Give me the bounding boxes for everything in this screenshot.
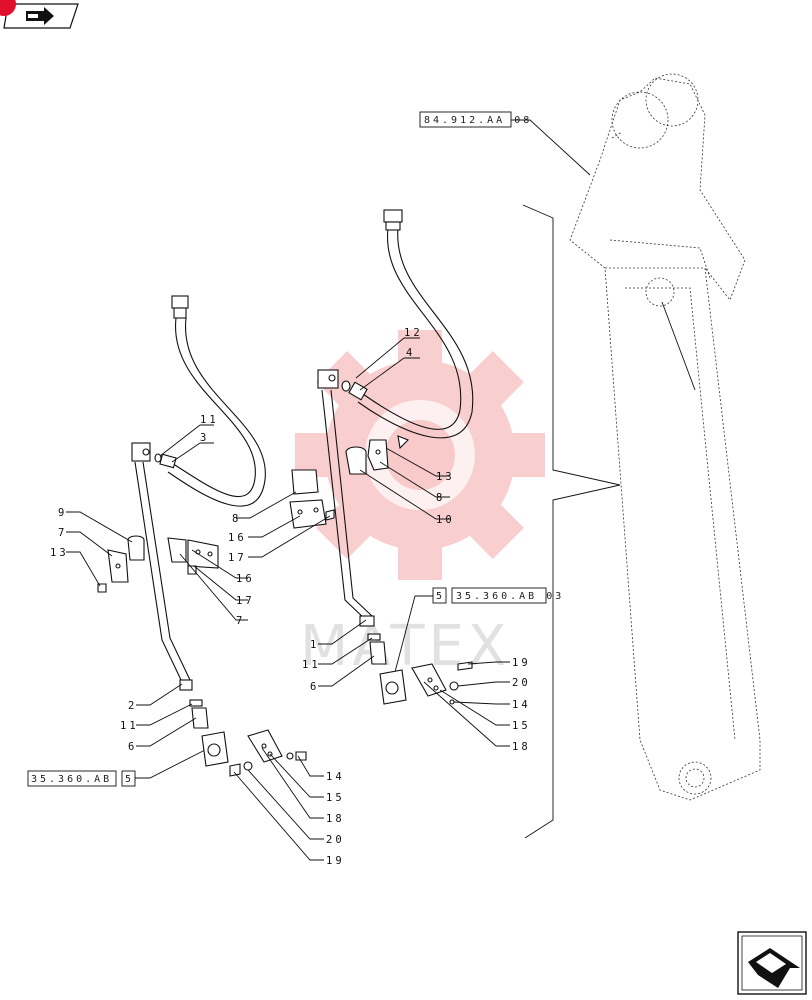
callout-4: 4 (406, 347, 415, 359)
ref-boom-label: 84.912.AA 08 (424, 115, 532, 126)
ref-valve-left-leader (135, 749, 206, 779)
next-arrow-icon (748, 948, 800, 988)
ref-valve-right-label: 35.360.AB 03 (456, 591, 564, 602)
callout-11c: 11 (120, 720, 139, 732)
plate-left (229, 729, 307, 777)
watermark-text: MATEX (300, 614, 510, 679)
ref-valve-right-leader (394, 595, 433, 673)
callout-10: 10 (436, 514, 455, 526)
callout-13a: 13 (436, 471, 455, 483)
oring-right (341, 380, 351, 392)
plate-right (411, 661, 473, 705)
callout-18a: 18 (512, 741, 531, 753)
fitting-right (367, 633, 387, 665)
ref-box-boom[interactable]: 84.912.AA 08 (419, 111, 532, 128)
callout-14b: 14 (326, 771, 345, 783)
watermark-gear-logo (295, 330, 545, 580)
fitting-left (189, 699, 209, 729)
callout-1: 1 (310, 639, 319, 651)
ref-valve-left-qty: 5 (125, 774, 134, 785)
clamp-plate-left (167, 537, 219, 575)
callout-15b: 15 (326, 792, 345, 804)
callout-2: 2 (128, 700, 137, 712)
hose-left (159, 295, 266, 507)
callout-13b: 13 (50, 547, 69, 559)
ref-box-valve-left[interactable]: 35.360.AB 03 5 (27, 770, 139, 787)
ref-boom-leader (511, 119, 591, 176)
callout-leaders (66, 337, 510, 861)
valve-block-left (201, 731, 229, 767)
callout-9: 9 (58, 507, 67, 519)
ref-valve-left-label: 35.360.AB 03 (31, 774, 139, 785)
callout-16a: 16 (228, 532, 247, 544)
callout-11b: 11 (302, 659, 321, 671)
callout-6a: 6 (310, 681, 319, 693)
assembly-bracket (522, 204, 621, 839)
bracket-upper-right (367, 435, 409, 471)
back-arrow-icon (26, 7, 54, 25)
callout-17a: 17 (228, 552, 247, 564)
callout-20a: 20 (512, 677, 531, 689)
callout-19b: 19 (326, 855, 345, 867)
callout-12: 12 (404, 327, 423, 339)
callout-16b: 16 (236, 573, 255, 585)
badge-dot (0, 0, 16, 16)
ref-valve-right-qty: 5 (436, 591, 445, 602)
callout-8b: 8 (232, 513, 241, 525)
callout-7a: 7 (58, 527, 67, 539)
callout-8a: 8 (436, 492, 445, 504)
callout-20b: 20 (326, 834, 345, 846)
callout-15a: 15 (512, 720, 531, 732)
valve-block-right (379, 669, 407, 705)
callout-19a: 19 (512, 657, 531, 669)
tube-left (131, 442, 193, 691)
boom-arm-outline (569, 73, 761, 801)
callout-labels: 12 4 11 3 13 8 10 8 16 17 9 7 13 16 17 7… (50, 327, 531, 867)
clamp-collar-right (345, 446, 367, 475)
ref-box-valve-right[interactable]: 5 35.360.AB 03 (432, 587, 564, 604)
back-nav-button[interactable] (0, 0, 79, 29)
bracket-left (97, 549, 129, 593)
callout-17b: 17 (236, 595, 255, 607)
callout-11a: 11 (200, 414, 219, 426)
callout-6b: 6 (128, 741, 137, 753)
callout-14a: 14 (512, 699, 531, 711)
tube-right (317, 369, 375, 627)
callout-18b: 18 (326, 813, 345, 825)
oring-left (154, 453, 162, 463)
next-nav-button[interactable] (737, 931, 807, 995)
callout-7b: 7 (236, 615, 245, 627)
clamp-plate-right (289, 469, 335, 529)
clamp-collar-left (127, 535, 145, 561)
hose-right (348, 209, 474, 439)
callout-3: 3 (200, 432, 209, 444)
